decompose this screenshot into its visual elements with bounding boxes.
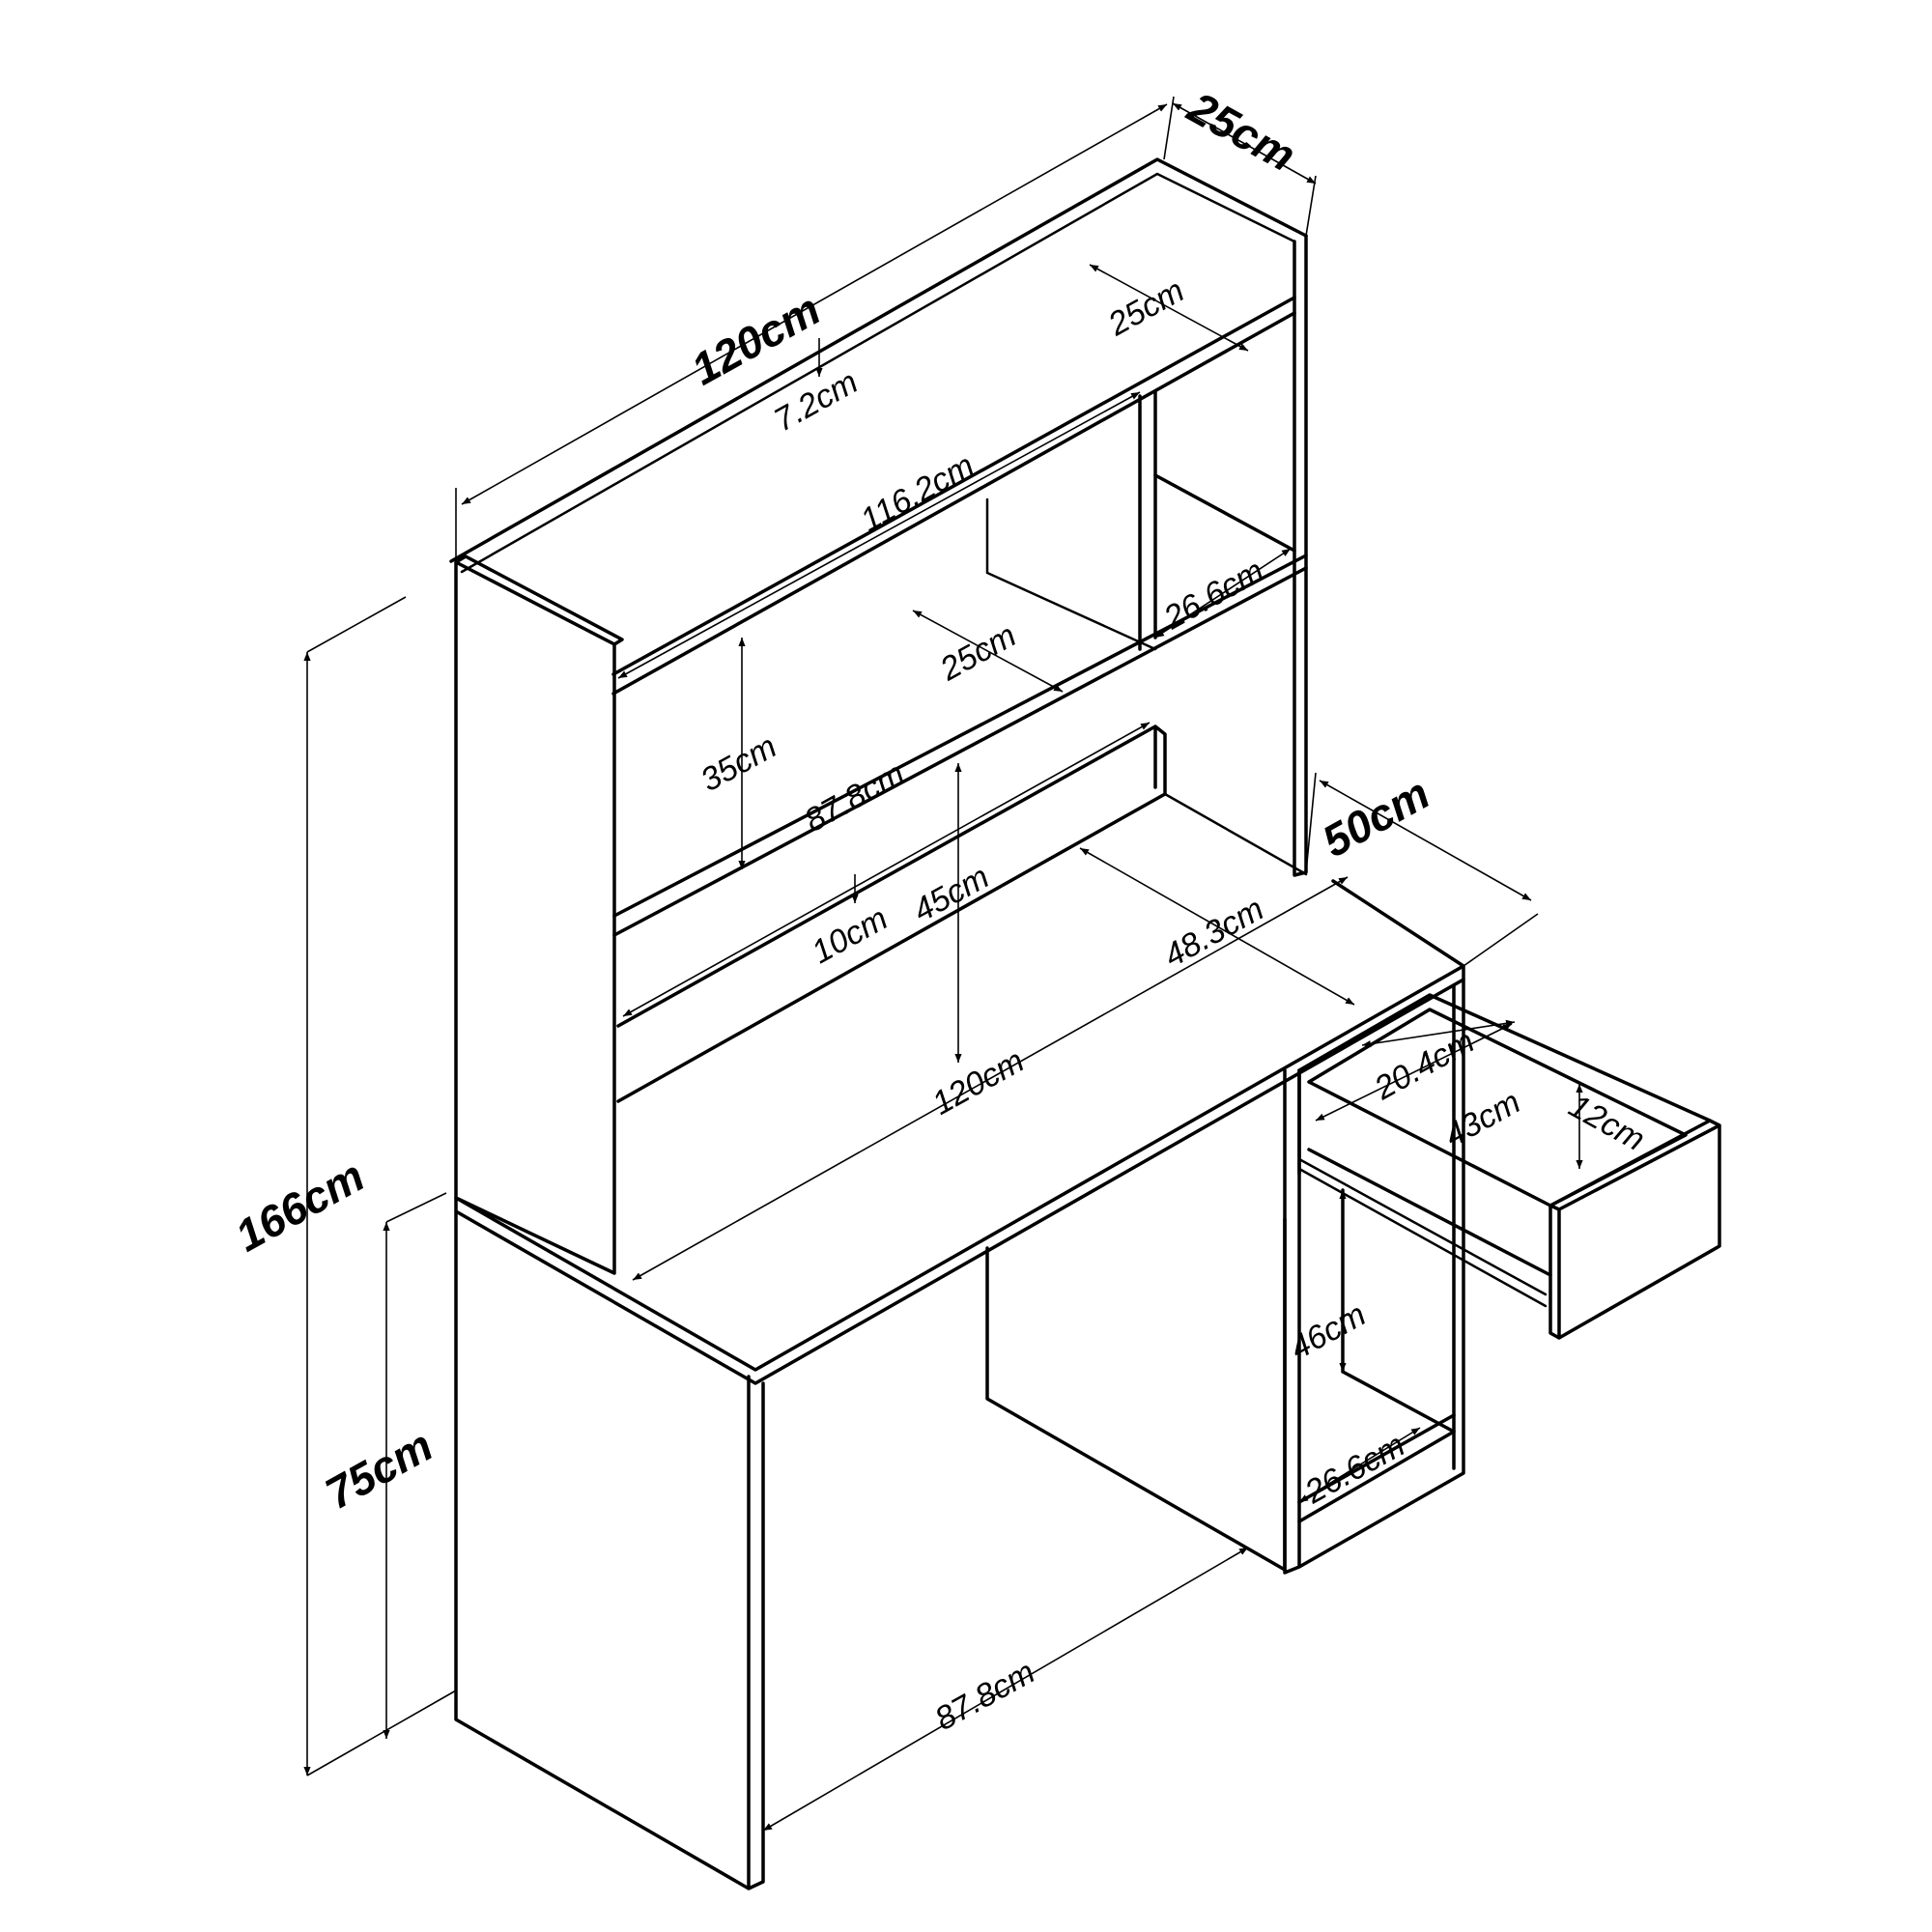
label-total-width: 120cm xyxy=(683,284,828,395)
label-shelf-depth: 25cm xyxy=(933,617,1022,689)
upper-rear-panel xyxy=(985,497,1157,651)
hutch-lower-back-face xyxy=(1163,792,1308,876)
drawer-front xyxy=(1548,1119,1721,1340)
label-lower-shelf-width: 87.8cm xyxy=(799,755,911,839)
label-cabinet-width: 26.6cm xyxy=(1298,1427,1411,1512)
label-drawer-depth: 43cm xyxy=(1438,1084,1526,1155)
desk-left-leg xyxy=(454,1209,765,1890)
label-shelf-height: 35cm xyxy=(695,728,782,800)
label-desk-height: 75cm xyxy=(317,1420,440,1520)
drawer-slide xyxy=(1297,1157,1548,1308)
dim-desk-width xyxy=(632,876,1349,1281)
label-top-inner-depth: 25cm xyxy=(1101,272,1190,344)
hutch-divider xyxy=(1138,389,1157,651)
label-desk-clearance: 45cm xyxy=(907,859,995,930)
dim-legroom-width xyxy=(762,1547,1249,1832)
label-desk-width: 120cm xyxy=(926,1042,1031,1122)
label-cabinet-height: 46cm xyxy=(1284,1296,1372,1368)
label-top-depth: 25cm xyxy=(1179,81,1304,181)
dim-shelf-depth xyxy=(912,610,1064,693)
dim-side-shelf-width xyxy=(1154,548,1292,639)
dim-drawer-depth xyxy=(1315,1023,1513,1122)
hutch-left-panel xyxy=(454,554,624,1275)
dimension-lines xyxy=(303,96,1583,1832)
dim-top-inner-depth xyxy=(1089,264,1249,352)
label-total-height: 166cm xyxy=(227,1151,372,1262)
desk-drawing xyxy=(449,157,1721,1890)
dim-desk-depth xyxy=(1319,780,1532,901)
label-top-gap: 7.2cm xyxy=(768,363,864,439)
desk-modesty-panel xyxy=(985,1217,1287,1572)
dim-total-width xyxy=(461,103,1168,505)
dim-shelf-width xyxy=(617,391,1141,679)
label-legroom-width: 87.8cm xyxy=(929,1654,1041,1738)
middle-shelf xyxy=(612,473,1308,937)
dim-cabinet-width xyxy=(1298,1427,1421,1503)
label-desk-depth: 50cm xyxy=(1314,768,1437,867)
dim-top-depth xyxy=(1172,102,1317,185)
desk-top xyxy=(454,879,1465,1385)
label-lower-gap: 10cm xyxy=(806,900,894,972)
